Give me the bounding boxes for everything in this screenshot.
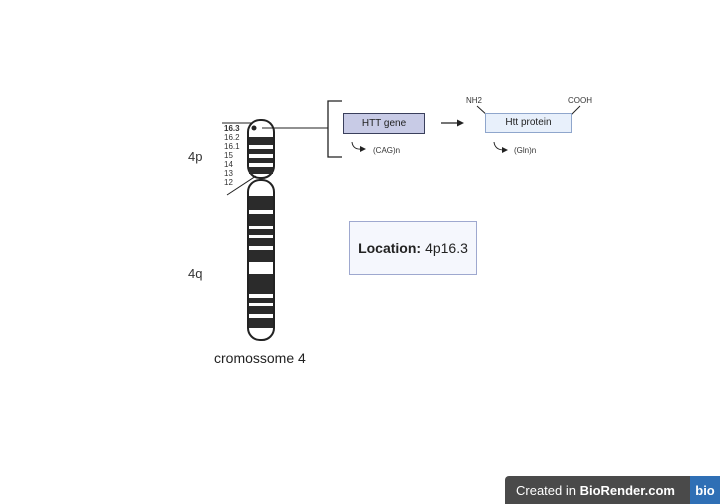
chromosome-caption: cromossome 4 xyxy=(214,350,306,366)
band-zoom-line-bottom xyxy=(226,175,257,196)
chromosome-p-arm xyxy=(247,119,275,179)
biorender-badge[interactable]: Created in BioRender.com bio xyxy=(505,476,720,504)
band-label: 13 xyxy=(224,169,233,178)
band-label: 16.1 xyxy=(224,142,240,151)
badge-text: Created in BioRender.com xyxy=(505,483,690,498)
nh2-label: NH2 xyxy=(466,96,483,105)
band-label: 15 xyxy=(224,151,233,160)
band-label: 16.2 xyxy=(224,133,240,142)
badge-brand: BioRender.com xyxy=(579,482,675,498)
htt-protein-box: Htt protein xyxy=(485,113,572,133)
location-box: Location: 4p16.3 xyxy=(349,221,477,275)
biorender-logo-icon: bio xyxy=(690,476,720,504)
arm-q-label: 4q xyxy=(188,266,203,281)
cag-repeat-label: (CAG)n xyxy=(373,146,401,155)
arm-p-label: 4p xyxy=(188,149,203,164)
badge-prefix: Created in xyxy=(516,482,580,498)
gene-bracket xyxy=(327,100,342,158)
location-value: 4p16.3 xyxy=(425,240,468,256)
htt-gene-box: HTT gene xyxy=(343,113,425,134)
cooh-label: COOH xyxy=(568,96,592,105)
band-label: 12 xyxy=(224,178,233,187)
location-label: Location: xyxy=(358,240,422,256)
band-label: 16.3 xyxy=(224,124,240,133)
chromosome-q-arm xyxy=(247,179,275,341)
gln-repeat-label: (Gln)n xyxy=(514,146,537,155)
band-label: 14 xyxy=(224,160,233,169)
centromere-dot xyxy=(251,125,257,131)
